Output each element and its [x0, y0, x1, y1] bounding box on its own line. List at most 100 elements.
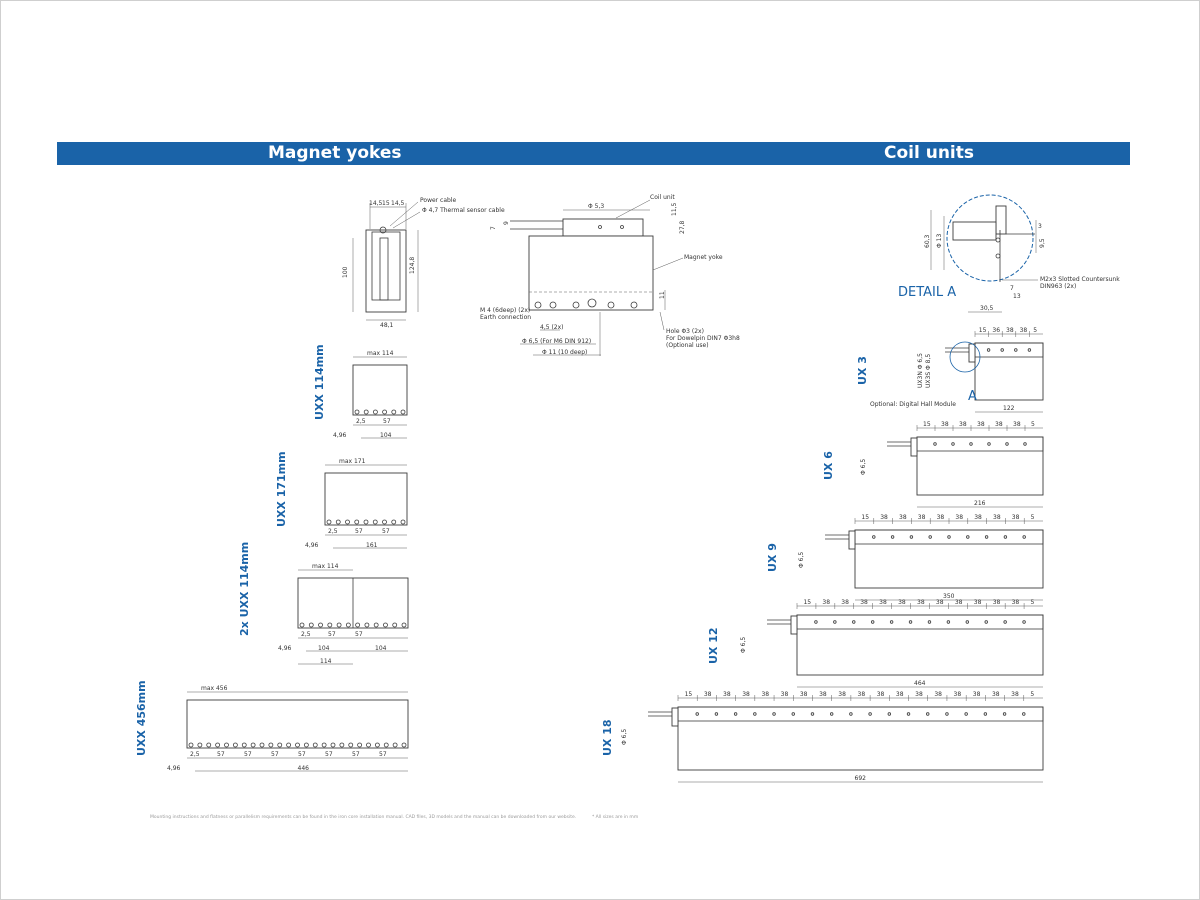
pitch-value: 38: [877, 691, 885, 698]
mounting-hole: [354, 409, 360, 415]
mounting-hole: [348, 742, 354, 748]
coil-hole: [714, 712, 719, 716]
cable-dia: Φ 6,5: [798, 552, 805, 568]
sub-dim: 57: [328, 631, 336, 638]
detail-a-marker: A: [968, 389, 977, 404]
pitch-value: 38: [858, 691, 866, 698]
cross-section-slot: [379, 237, 389, 301]
coil-hole: [1005, 442, 1009, 446]
mounting-hole: [401, 742, 407, 748]
coil-name-label: UX 12: [707, 627, 720, 664]
pitch-value: 38: [880, 514, 888, 521]
detail-dim-3: 3: [1038, 223, 1042, 230]
mounting-hole: [372, 519, 378, 525]
mounting-hole: [401, 622, 407, 628]
pitch-value: 38: [954, 691, 962, 698]
pitch-value: 38: [955, 599, 963, 606]
yoke-body: [324, 472, 408, 526]
mounting-hole: [354, 519, 360, 525]
earth-connection-note: Earth connection: [480, 314, 531, 321]
mounting-hole: [345, 519, 350, 525]
coil-body: [796, 614, 1044, 676]
coil-hole: [772, 712, 776, 716]
coil-name-label: UX 9: [766, 543, 779, 572]
coil-hole: [933, 442, 937, 446]
pitch-value: 38: [781, 691, 789, 698]
sub-dim: 57: [298, 751, 306, 758]
coil-hole: [969, 442, 973, 446]
detail-circle: [946, 194, 1034, 282]
coil-hole: [928, 535, 932, 539]
pitch-value: 38: [977, 421, 985, 428]
pitch-value: 5: [1033, 327, 1037, 334]
mounting-hole: [206, 742, 212, 748]
bottom-dim-2: 104: [375, 645, 387, 652]
pitch-value: 38: [974, 599, 982, 606]
sub-dim: 57: [379, 751, 387, 758]
mounting-hole: [364, 622, 370, 628]
coil-hole: [810, 712, 815, 716]
coil-name-label: UX 6: [822, 451, 835, 480]
coil-name-label: UX 3: [856, 356, 869, 385]
height-dim-a: 11,5: [671, 202, 678, 216]
total-length-dim: 350: [943, 593, 955, 600]
mounting-hole: [336, 622, 342, 628]
height-dim-d: 27,8: [679, 220, 686, 234]
detail-dim-2: 60,3: [924, 234, 931, 248]
section-banner: Magnet yokes Coil units: [57, 142, 1130, 165]
pitch-value: 38: [993, 599, 1001, 606]
coil-hole: [1022, 535, 1026, 539]
mounting-hole: [250, 742, 256, 748]
max-dim: max 114: [367, 350, 394, 357]
mounting-hole: [215, 742, 221, 748]
pitch-value: 38: [1012, 599, 1020, 606]
mounting-hole: [241, 742, 247, 748]
coil-hole: [1027, 348, 1032, 352]
mounting-hole: [382, 519, 387, 525]
pitch-value: 38: [879, 599, 887, 606]
cable-connector: [790, 615, 798, 635]
coil-hole: [1003, 620, 1007, 624]
detail-dim-4: 9,5: [1039, 238, 1046, 248]
max-dim: max 456: [201, 685, 228, 692]
depth-note: Φ 11 (10 deep): [542, 349, 587, 356]
coil-hole: [987, 442, 991, 446]
width-dim-3: 14,5: [391, 200, 405, 207]
mounting-hole: [373, 622, 379, 628]
sub-dim: 2,5: [190, 751, 200, 758]
coil-hole: [1002, 712, 1007, 716]
pitch-value: 38: [1013, 421, 1021, 428]
earth-thread-note: M 4 (6deep) (2x): [480, 307, 530, 314]
coil-hole: [829, 712, 834, 716]
mounting-hole: [197, 742, 203, 748]
max-dim: max 171: [339, 458, 366, 465]
total-length-dim: 692: [855, 775, 867, 782]
detail-dim-6: 13: [1013, 293, 1021, 300]
base-width-dim: 48,1: [380, 322, 394, 329]
pitch-value: 5: [1031, 421, 1035, 428]
pitch-value: 38: [800, 691, 808, 698]
mounting-hole: [286, 742, 292, 748]
coil-hole: [833, 620, 837, 624]
max-dim: max 114: [312, 563, 339, 570]
coil-hole: [984, 535, 989, 539]
height-dim-c: 7: [490, 226, 497, 230]
pitch-value: 38: [934, 691, 942, 698]
mounting-hole: [268, 742, 274, 748]
magnet-yokes-heading: Magnet yokes: [268, 143, 402, 163]
screw-note-1: M2x3 Slotted Countersunk: [1040, 276, 1120, 283]
pitch-value: 38: [898, 599, 906, 606]
pitch-value: 38: [993, 514, 1001, 521]
pitch-value: 38: [937, 514, 945, 521]
mounting-hole: [357, 742, 363, 748]
pitch-value: 15: [803, 599, 811, 606]
height-dim-b: 9: [503, 221, 510, 225]
sub-dim: 57: [355, 528, 363, 535]
pitch-value: 38: [761, 691, 769, 698]
mounting-hole: [321, 742, 327, 748]
pitch-value: 38: [915, 691, 923, 698]
mounting-hole: [308, 622, 314, 628]
